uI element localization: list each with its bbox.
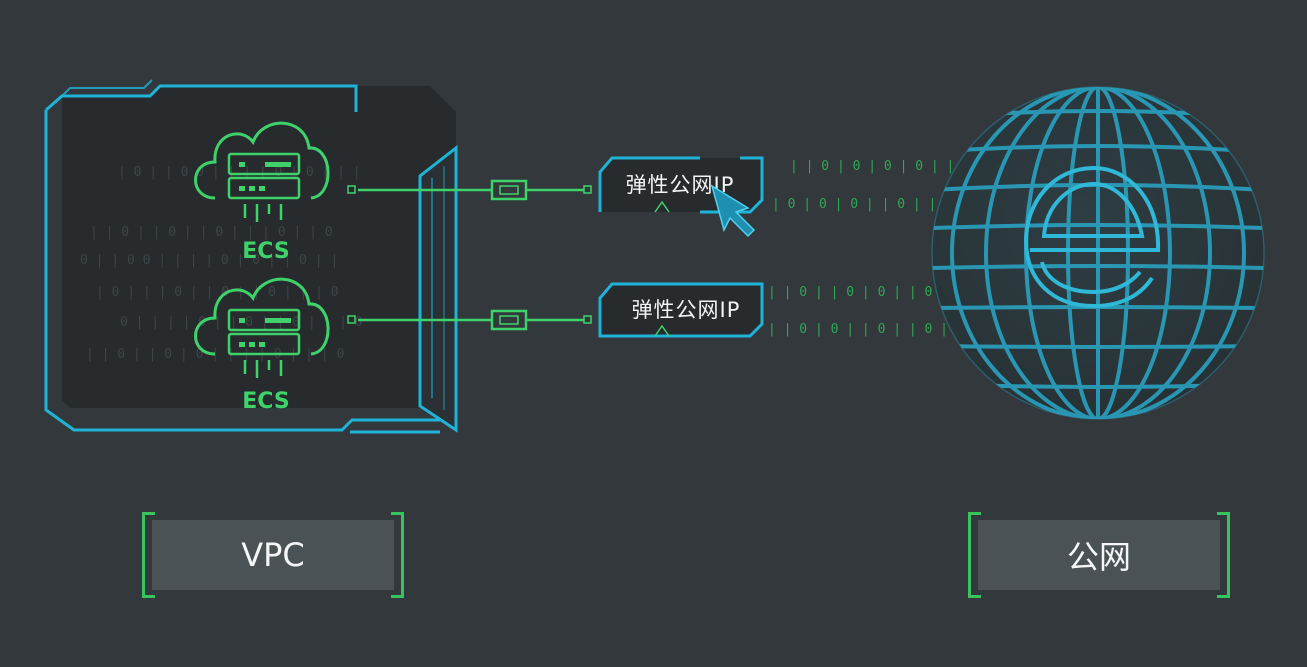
vpc-container: | 0 | | 0 0 | | | | 0 | 0 | | | | | 0 | … <box>44 79 458 434</box>
connection-line-1 <box>347 179 592 201</box>
eip-badge-2[interactable]: 弹性公网IP <box>598 282 764 338</box>
svg-text:| 0 | 0 | 0 | | 0 | | 0 | 0: | 0 | 0 | 0 | | 0 | | 0 | 0 <box>772 197 983 212</box>
ecs-label: ECS <box>242 239 289 264</box>
ecs-label: ECS <box>242 389 289 414</box>
internet-label-box: 公网 <box>968 512 1230 598</box>
internet-label: 公网 <box>1066 538 1131 576</box>
vpc-label-box: VPC <box>142 512 404 598</box>
svg-text:| 0 | | | 0 | | 0 | | 0 |: | 0 | | | 0 | | 0 | | 0 | | | 0 <box>96 285 339 300</box>
ecs-server-2[interactable]: ECS <box>194 277 330 414</box>
data-stream: | | 0 | 0 | 0 | 0 | | 0 | | 0 | 0 | 0 | … <box>768 159 995 337</box>
vpc-label: VPC <box>241 536 305 574</box>
svg-text:| | 0 | | 0 | | 0 | | |: | | 0 | | 0 | | 0 | | | 0 | | 0 <box>90 225 333 240</box>
pointer-cursor-icon <box>710 184 756 238</box>
svg-text:| | 0 | 0 | | 0 | | 0 | | 0 |: | | 0 | 0 | | 0 | | 0 | | 0 | <box>768 322 995 337</box>
globe-e-icon <box>931 86 1265 420</box>
svg-text:0 | | 0 0 | | | | 0 | 0 |: 0 | | 0 0 | | | | 0 | 0 | | 0 | | <box>80 253 338 268</box>
cloud-server-icon <box>194 277 330 378</box>
ecs-server-1[interactable]: ECS <box>194 121 330 264</box>
svg-text:| | 0 | 0 | 0 | 0 | | 0 |: | | 0 | 0 | 0 | 0 | | 0 | <box>790 159 986 174</box>
svg-text:| | 0 | | 0 | 0 | | | | 0: | | 0 | | 0 | 0 | | | | 0 | | | 0 <box>86 347 344 362</box>
eip-label: 弹性公网IP <box>632 298 741 322</box>
svg-text:| | 0 | | 0 | 0 | | 0 | 0 |: | | 0 | | 0 | 0 | | 0 | 0 | <box>768 285 979 300</box>
cloud-server-icon <box>194 121 330 222</box>
connection-line-2 <box>347 309 592 331</box>
